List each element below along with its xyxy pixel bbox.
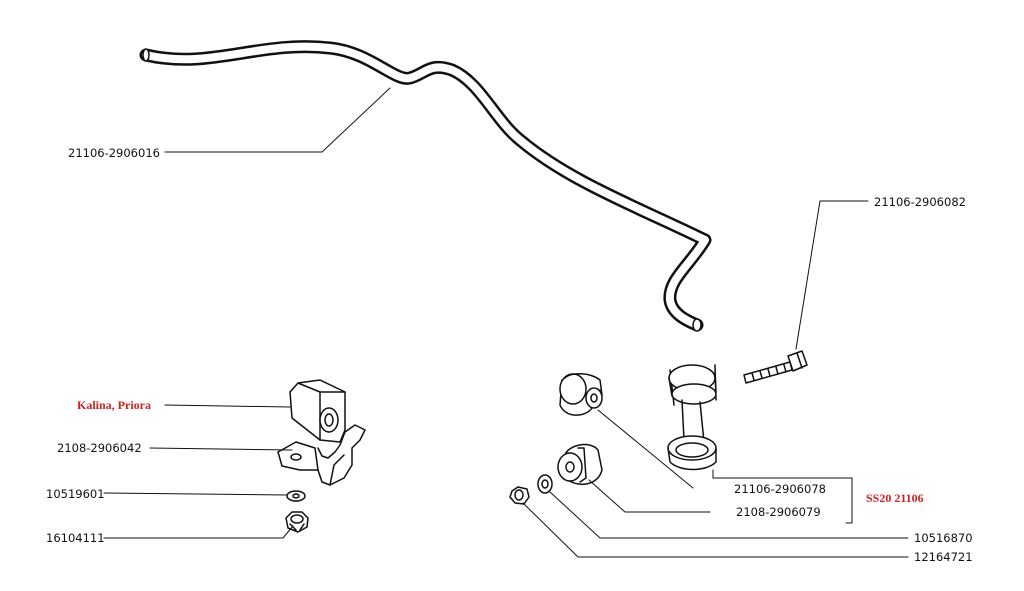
washer-left: [286, 490, 306, 502]
link-rod: [667, 364, 717, 471]
label-cushion-note: Kalina, Priora: [77, 398, 151, 412]
leader-lines: [103, 87, 909, 558]
leader-kit-bracket: [712, 469, 853, 524]
label-link-bushing: 2108-2906079: [736, 505, 821, 519]
label-bolt: 21106-2906082: [874, 195, 966, 209]
washer-right: [537, 474, 553, 494]
label-kit: SS20 21106: [866, 491, 924, 505]
leader-stabilizer-bar: [164, 87, 391, 153]
leader-washer-right: [549, 491, 909, 539]
label-washer-left: 10519601: [46, 487, 105, 501]
nut-left: [285, 511, 309, 533]
label-link-rod: 21106-2906078: [734, 482, 826, 496]
label-nut-left: 16104111: [46, 531, 105, 545]
bracket: [277, 424, 366, 486]
leader-washer-left: [103, 492, 288, 496]
bushing-upper: [559, 373, 603, 416]
leader-cushion: [164, 404, 291, 408]
stabilizer-bar: [139, 40, 712, 332]
bushing-lower: [557, 443, 603, 486]
nut-right: [509, 486, 530, 505]
leader-nut-right: [522, 502, 909, 558]
label-washer-right: 10516870: [914, 531, 973, 545]
leader-nut-left: [103, 525, 294, 539]
bolt: [743, 350, 808, 384]
leader-bolt: [795, 200, 869, 350]
label-stabilizer-bar: 21106-2906016: [68, 146, 160, 160]
label-bracket: 2108-2906042: [57, 441, 142, 455]
leader-link-rod: [597, 409, 694, 489]
leader-bracket: [149, 447, 293, 451]
leader-link-bushing: [588, 479, 711, 513]
cushion: [289, 379, 346, 443]
label-nut-right: 12164721: [914, 550, 973, 564]
